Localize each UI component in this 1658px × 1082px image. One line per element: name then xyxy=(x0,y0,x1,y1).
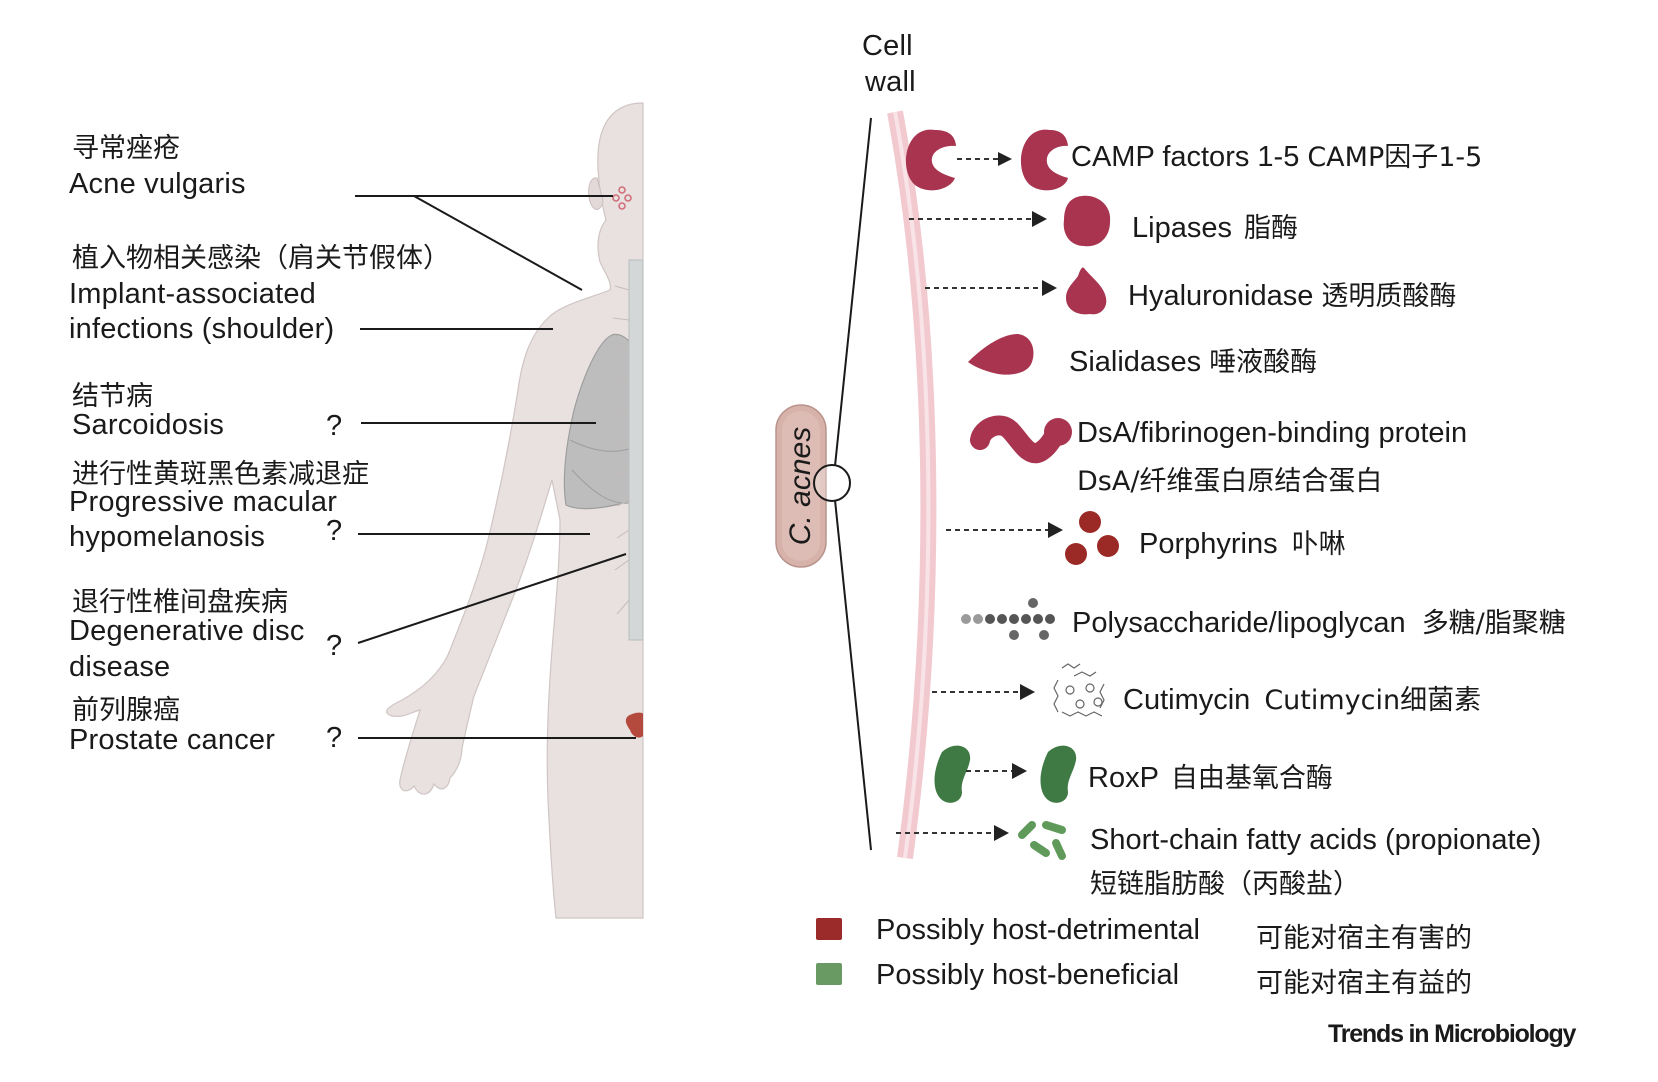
condition-disc-en-line1: Degenerative disc xyxy=(69,615,305,647)
uncertain-marker: ? xyxy=(326,722,343,754)
leader-implant-upper xyxy=(413,195,583,291)
leader-disc xyxy=(357,553,627,644)
cell-wall-inner-line xyxy=(893,111,931,859)
bracket-line xyxy=(834,117,872,851)
factor-cutimycin: Cutimycin Cutimycin细菌素 xyxy=(1123,678,1481,717)
factor-dsa-en: DsA/fibrinogen-binding protein xyxy=(1077,417,1468,449)
factor-dsa-zh: DsA/纤维蛋白原结合蛋白 xyxy=(1077,466,1383,497)
dashed-arrow xyxy=(909,211,1047,227)
legend-detrimental-zh: 可能对宿主有害的 xyxy=(1256,923,1472,954)
dsa-terminal-domain xyxy=(1044,418,1072,446)
camp-factor-protein-icon xyxy=(905,129,1068,191)
condition-implant-zh: 植入物相关感染（肩关节假体） xyxy=(72,243,450,274)
ear-shape xyxy=(588,177,604,210)
dashed-arrow xyxy=(957,152,1012,166)
cell-wall-label-line2: wall xyxy=(865,66,916,98)
factor-lipases-en: Lipases xyxy=(1132,212,1232,244)
porphyrin-molecules-icon xyxy=(1065,511,1119,565)
hyaluronidase-protein-icon xyxy=(1066,267,1107,315)
lipase-protein-icon xyxy=(1063,195,1111,247)
acne-lesions-icon xyxy=(612,186,632,210)
factor-sialidases-en: Sialidases xyxy=(1069,346,1202,378)
condition-acne-zh: 寻常痤疮 xyxy=(72,133,180,164)
factor-roxp-en: RoxP xyxy=(1088,762,1159,794)
uncertain-marker: ? xyxy=(326,515,343,547)
polysaccharide-chain-icon xyxy=(961,598,1055,640)
organism-label: C. acnes xyxy=(784,426,817,546)
condition-pmh-zh: 进行性黄斑黑色素减退症 xyxy=(72,459,369,490)
dashed-arrow xyxy=(925,280,1057,296)
sialidase-protein-icon xyxy=(968,334,1034,375)
uncertain-marker: ? xyxy=(326,410,343,442)
factor-roxp-zh: 自由基氧合酶 xyxy=(1170,763,1333,794)
factor-cutimycin-en: Cutimycin xyxy=(1123,684,1251,716)
legend-swatch-detrimental xyxy=(816,918,842,940)
cutimycin-molecule-icon xyxy=(1053,663,1105,717)
journal-brand: Trends in Microbiology xyxy=(1328,1020,1576,1048)
roxp-protein-icon xyxy=(934,745,1077,803)
dashed-arrow xyxy=(932,684,1035,700)
condition-implant-en-line1: Implant-associated xyxy=(69,278,316,310)
legend-beneficial-zh: 可能对宿主有益的 xyxy=(1256,968,1472,999)
factor-porphyrins-en: Porphyrins xyxy=(1139,528,1278,560)
condition-prostate-zh: 前列腺癌 xyxy=(72,695,180,726)
factor-porphyrins-zh: 卟啉 xyxy=(1291,529,1346,560)
legend-detrimental-en: Possibly host-detrimental xyxy=(876,914,1200,946)
factor-hyaluronidase-en: Hyaluronidase xyxy=(1128,280,1314,312)
condition-sarcoidosis-en: Sarcoidosis xyxy=(72,409,225,441)
factor-polysaccharide: Polysaccharide/lipoglycan 多糖/脂聚糖 xyxy=(1072,601,1566,640)
zoom-origin-circle xyxy=(813,464,851,502)
factor-porphyrins: Porphyrins 卟啉 xyxy=(1139,522,1346,561)
condition-acne-en: Acne vulgaris xyxy=(69,168,246,200)
factor-roxp: RoxP 自由基氧合酶 xyxy=(1088,756,1333,795)
human-back-silhouette xyxy=(386,102,644,919)
condition-prostate-en: Prostate cancer xyxy=(69,724,276,756)
bacterium-highlight xyxy=(782,411,820,561)
cell-wall-label-line1: Cell xyxy=(862,30,913,62)
short-chain-fatty-acid-icon xyxy=(1018,821,1066,860)
factor-polysaccharide-zh: 多糖/脂聚糖 xyxy=(1421,608,1566,639)
factor-camp-en: CAMP factors 1-5 xyxy=(1071,141,1300,173)
condition-disc-zh: 退行性椎间盘疾病 xyxy=(72,587,288,618)
dashed-arrow xyxy=(966,763,1027,779)
condition-pmh-en-line2: hypomelanosis xyxy=(69,521,266,553)
condition-implant-en-line2: infections (shoulder) xyxy=(69,313,335,345)
legend-swatch-beneficial xyxy=(816,963,842,985)
factor-camp-zh: CAMP因子1-5 xyxy=(1307,142,1483,173)
prostate-icon xyxy=(625,712,643,738)
condition-pmh-en-line1: Progressive macular xyxy=(69,486,338,518)
dashed-arrow xyxy=(946,522,1063,538)
spine-icon xyxy=(628,259,644,641)
factor-polysaccharide-en: Polysaccharide/lipoglycan xyxy=(1072,607,1406,639)
factor-lipases-zh: 脂酶 xyxy=(1243,213,1298,244)
leader-lines xyxy=(355,195,636,739)
legend-beneficial-en: Possibly host-beneficial xyxy=(876,959,1180,991)
factor-scfa-en: Short-chain fatty acids (propionate) xyxy=(1090,824,1542,856)
factor-scfa-zh: 短链脂肪酸（丙酸盐） xyxy=(1090,869,1360,900)
dashed-arrow xyxy=(896,825,1009,841)
factor-cutimycin-zh: Cutimycin细菌素 xyxy=(1264,685,1482,716)
factor-sialidases-zh: 唾液酸酶 xyxy=(1209,347,1318,378)
uncertain-marker: ? xyxy=(326,630,343,662)
condition-disc-en-line2: disease xyxy=(69,651,171,683)
factor-hyaluronidase-zh: 透明质酸酶 xyxy=(1321,281,1457,312)
factor-lipases: Lipases 脂酶 xyxy=(1132,206,1298,245)
spinal-nerves xyxy=(612,285,630,615)
lung-lobe-line xyxy=(571,469,631,504)
lung-lobe-line xyxy=(569,439,633,452)
condition-sarcoidosis-zh: 结节病 xyxy=(72,381,153,412)
